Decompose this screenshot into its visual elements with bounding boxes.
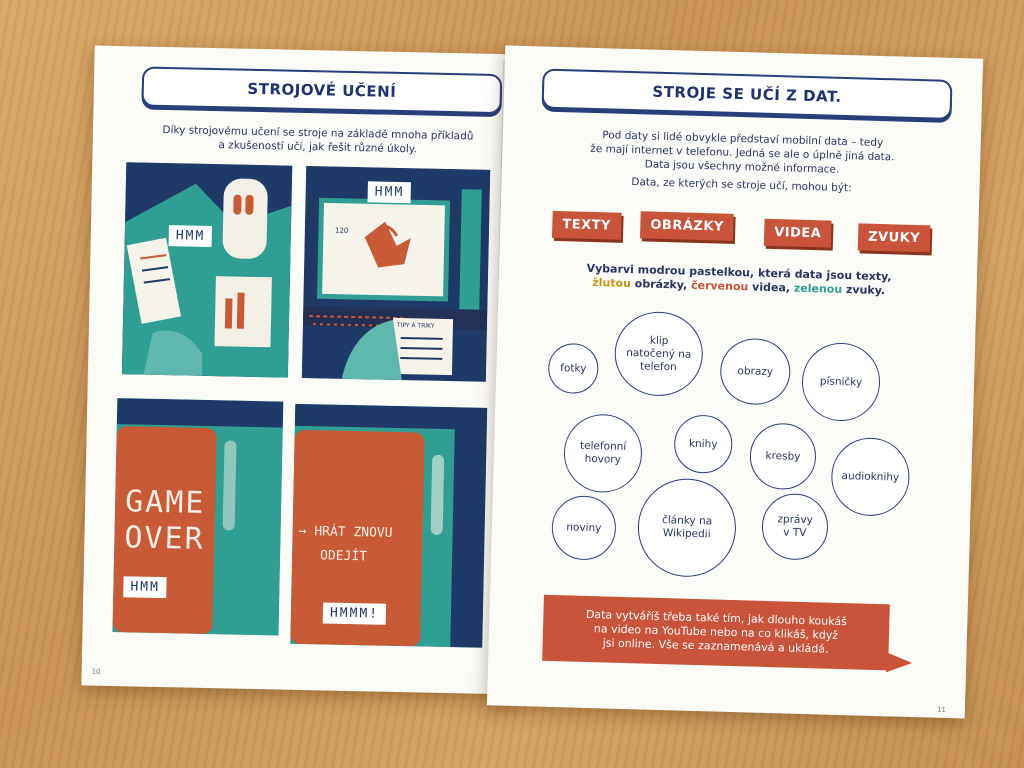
item-clanky[interactable]: články na Wikipedii [636,477,738,579]
item-zpravy[interactable]: zprávy v TV [761,492,829,561]
menu-options: → HRÁT ZNOVU ODEJÍT [298,520,393,570]
right-title-box: STROJE SE UČÍ Z DAT. [541,68,953,120]
speech-bubble-1: HMM [168,225,213,248]
right-intro: Pod daty si lidé obvykle představí mobil… [541,127,943,198]
speech-bubble-2: HMM [367,181,412,204]
left-title-box: STROJOVÉ UČENÍ [141,66,503,115]
comic-illustration-4 [290,403,488,648]
game-over-text: GAME OVER [124,484,206,558]
footer-note: Data vytváříš třeba také tím, jak dlouho… [542,594,890,671]
left-page-number: 10 [91,667,101,676]
item-telefonni-hovory[interactable]: telefonní hovory [562,413,644,494]
word-yellow: žlutou [592,275,632,291]
comic-panel-1: HMM [121,162,293,378]
item-fotky[interactable]: fotky [547,342,600,395]
footer-pointer [885,652,913,674]
item-audioknihy[interactable]: audioknihy [830,436,911,517]
category-texty: TEXTY [551,210,622,240]
instruction-part4: zvuky. [841,282,886,298]
menu-option-leave: ODEJÍT [319,548,368,565]
instruction-part3: videa, [748,280,795,295]
game-over-line2: OVER [124,520,206,557]
comic-panel-4: → HRÁT ZNOVU ODEJÍT HMMM! [290,403,488,648]
coloring-instruction: Vybarvi modrou pastelkou, která data jso… [539,260,940,299]
word-green: zelenou [793,281,843,296]
category-videa: VIDEA [763,218,832,248]
right-page-title: STROJE SE UČÍ Z DAT. [652,82,842,106]
item-pisnicky[interactable]: písničky [800,341,882,423]
left-page-title: STROJOVÉ UČENÍ [247,79,397,101]
comic-panel-2: HMM 120 TIPY A TRIKY [301,166,491,382]
comic-panel-3: GAME OVER HMM [112,398,284,636]
comic-illustration-2 [301,166,491,382]
category-obrazky: OBRÁZKY [639,211,735,241]
game-over-line1: GAME [124,484,206,521]
speech-bubble-4: HMMM! [322,602,387,625]
comic-illustration-1 [121,162,293,378]
instruction-part2: obrázky, [630,277,692,292]
menu-option-play-again: → HRÁT ZNOVU [298,523,393,541]
speech-bubble-3: HMM [123,576,168,599]
screen-number: 120 [334,226,349,235]
item-klip[interactable]: klip natočený na telefon [613,310,704,398]
category-zvuky: ZVUKY [857,223,931,253]
word-red: červenou [690,278,749,294]
item-knihy[interactable]: knihy [673,414,734,474]
paper-label: TIPY A TRIKY [396,321,435,330]
left-intro: Díky strojovému učení se stroje na zákla… [133,122,504,158]
item-obrazy[interactable]: obrazy [719,337,792,406]
left-page: STROJOVÉ UČENÍ Díky strojovému učení se … [81,45,527,695]
item-kresby[interactable]: kresby [749,422,817,491]
item-noviny[interactable]: noviny [550,494,617,561]
right-page-number: 11 [936,705,946,715]
right-page: STROJE SE UČÍ Z DAT. Pod daty si lidé ob… [486,45,984,719]
